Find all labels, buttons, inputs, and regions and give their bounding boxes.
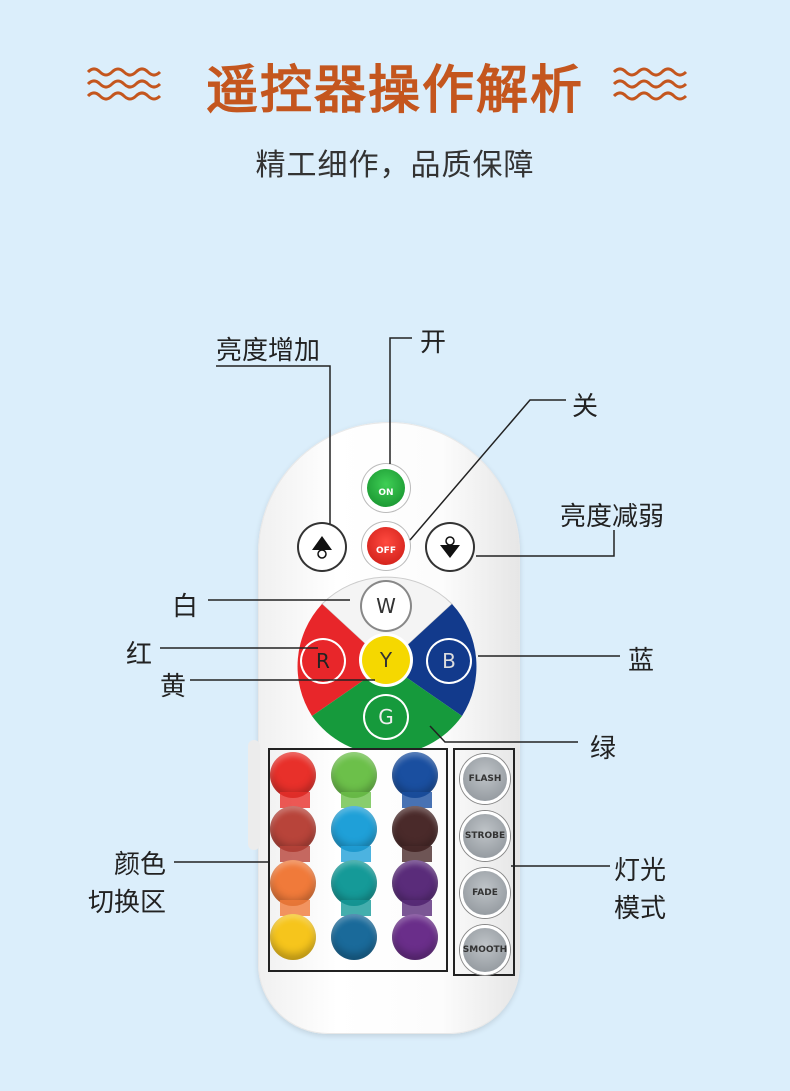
color-button[interactable] <box>331 806 381 862</box>
color-stub <box>341 846 371 862</box>
off-text: OFF <box>376 546 396 556</box>
label-white: 白 <box>172 592 199 622</box>
color-dot <box>270 752 316 798</box>
color-button[interactable] <box>331 860 381 916</box>
color-button[interactable] <box>392 806 442 862</box>
label-brightness-down: 亮度减弱 <box>560 502 665 532</box>
color-button[interactable] <box>392 914 442 960</box>
page-title: 遥控器操作解析 <box>205 61 584 121</box>
color-dot <box>392 806 438 852</box>
label-on: 开 <box>420 328 447 358</box>
color-dot <box>331 860 377 906</box>
color-dot <box>331 806 377 852</box>
color-button[interactable] <box>392 860 442 916</box>
brightness-up-icon <box>312 536 332 559</box>
color-dot <box>270 860 316 906</box>
color-button[interactable] <box>270 914 320 960</box>
label-yellow: 黄 <box>160 672 187 702</box>
blue-letter: B <box>442 649 456 673</box>
yellow-button[interactable]: Y <box>362 636 410 684</box>
color-dot <box>331 752 377 798</box>
power-on-button[interactable]: ON <box>362 464 410 512</box>
color-button[interactable] <box>270 806 320 862</box>
color-button[interactable] <box>270 860 320 916</box>
white-letter: W <box>376 594 396 618</box>
color-stub <box>280 846 310 862</box>
label-off: 关 <box>572 392 599 422</box>
red-button[interactable]: R <box>300 638 346 684</box>
color-dot <box>270 914 316 960</box>
color-button[interactable] <box>392 752 442 808</box>
blue-button[interactable]: B <box>426 638 472 684</box>
green-letter: G <box>378 705 394 729</box>
power-on-icon: ON <box>367 469 405 507</box>
label-light-mode-line2: 模式 <box>614 894 667 924</box>
color-stub <box>402 792 432 808</box>
label-brightness-up: 亮度增加 <box>216 336 321 366</box>
wave-decoration-left <box>86 67 162 101</box>
color-dot <box>331 914 377 960</box>
color-button[interactable] <box>331 752 381 808</box>
brightness-down-icon <box>440 536 460 558</box>
page-subtitle: 精工细作，品质保障 <box>255 148 535 183</box>
mode-button-fade[interactable]: FADE <box>460 868 510 918</box>
red-letter: R <box>316 649 330 673</box>
mode-button-strobe[interactable]: STROBE <box>460 811 510 861</box>
color-stub <box>341 900 371 916</box>
label-blue: 蓝 <box>628 646 655 676</box>
color-button[interactable] <box>270 752 320 808</box>
yellow-letter: Y <box>379 648 393 672</box>
color-dot <box>392 914 438 960</box>
brightness-up-button[interactable] <box>299 524 345 570</box>
on-text: ON <box>378 488 394 498</box>
remote-side-edge <box>248 740 260 850</box>
color-switch-area <box>268 748 448 972</box>
color-stub <box>280 900 310 916</box>
white-button[interactable]: W <box>362 582 410 630</box>
mode-button-flash[interactable]: FLASH <box>460 754 510 804</box>
color-button[interactable] <box>331 914 381 960</box>
color-stub <box>280 792 310 808</box>
brightness-down-button[interactable] <box>427 524 473 570</box>
label-color-switch-line1: 颜色 <box>114 850 167 880</box>
label-light-mode-line1: 灯光 <box>614 856 667 886</box>
label-red: 红 <box>126 640 153 670</box>
mode-button-smooth[interactable]: SMOOTH <box>460 925 510 975</box>
label-color-switch-line2: 切换区 <box>88 888 167 918</box>
color-dot <box>392 752 438 798</box>
power-off-icon: OFF <box>367 527 405 565</box>
light-mode-area <box>453 748 515 976</box>
color-stub <box>402 846 432 862</box>
label-green: 绿 <box>590 734 617 764</box>
power-off-button[interactable]: OFF <box>362 522 410 570</box>
green-button[interactable]: G <box>363 694 409 740</box>
color-dot <box>270 806 316 852</box>
color-dot <box>392 860 438 906</box>
wave-decoration-right <box>612 67 688 101</box>
color-stub <box>341 792 371 808</box>
color-stub <box>402 900 432 916</box>
